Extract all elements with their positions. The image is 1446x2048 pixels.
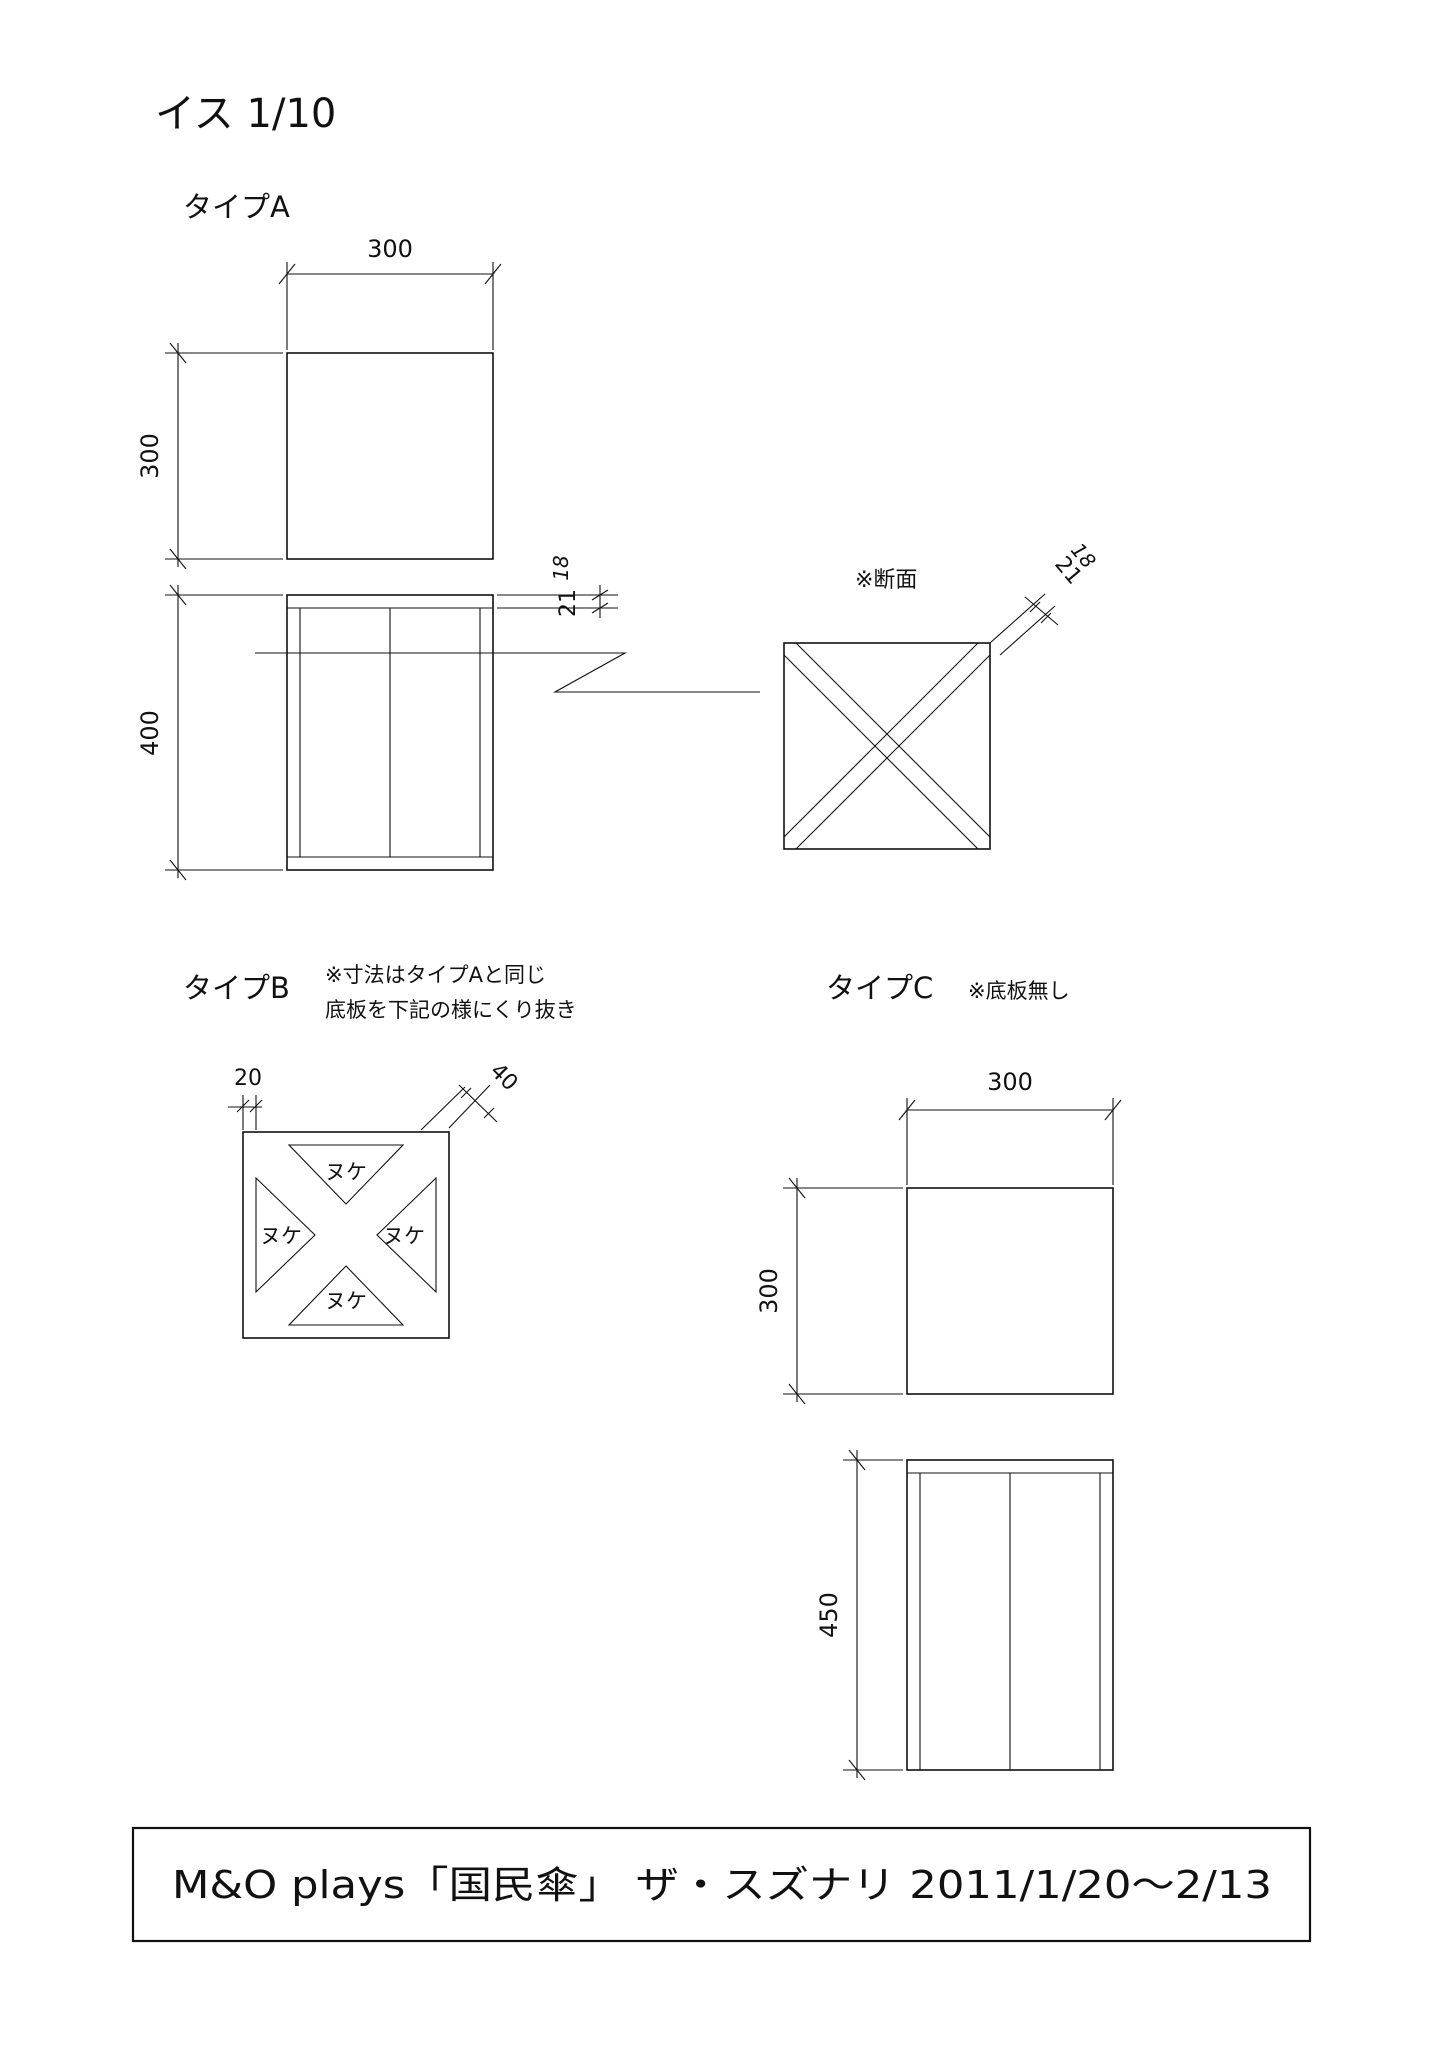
- type-b-strip-dimension: 40: [420, 1059, 522, 1131]
- type-a-plan-view: [286, 352, 494, 560]
- type-b-cutout-label-bottom: ヌケ: [325, 1289, 367, 1313]
- type-a-group: タイプA 300 300: [136, 190, 1101, 881]
- type-a-section-view: [783, 642, 991, 850]
- type-c-group: タイプC ※底板無し 300 300: [755, 971, 1122, 1781]
- footer-text: M&O plays「国民傘」 ザ・スズナリ 2011/1/20〜2/13: [172, 1863, 1272, 1907]
- type-b-note-line2: 底板を下記の様にくり抜き: [325, 998, 577, 1022]
- type-b-cutout-label-right: ヌケ: [383, 1224, 425, 1248]
- type-b-label: タイプB: [183, 971, 290, 1005]
- type-a-board-thickness-dimension: 21 18: [497, 555, 618, 618]
- type-c-note: ※底板無し: [968, 979, 1070, 1003]
- type-c-plan-view: [906, 1187, 1114, 1395]
- type-c-height-value: 450: [815, 1592, 843, 1638]
- type-c-height-dimension: 450: [815, 1449, 903, 1781]
- sheet-title: イス 1/10: [155, 91, 336, 137]
- type-a-width-dimension: 300: [278, 235, 502, 350]
- type-b-edge-dimension: 20: [228, 1066, 263, 1130]
- type-b-group: タイプB ※寸法はタイプAと同じ 底板を下記の様にくり抜き 20 40: [183, 963, 577, 1339]
- type-a-height-dimension: 400: [136, 584, 283, 881]
- type-c-width-dimension: 300: [898, 1068, 1122, 1185]
- type-c-label: タイプC: [826, 971, 933, 1005]
- type-b-cutout-right: [376, 1176, 437, 1294]
- type-a-height-value: 400: [136, 710, 164, 756]
- type-b-edge-value: 20: [234, 1066, 262, 1091]
- type-a-section-cut-line: [255, 652, 760, 693]
- type-b-cutout-label-top: ヌケ: [325, 1160, 367, 1184]
- type-a-board-thickness-value: 21: [556, 589, 581, 617]
- type-b-cutout-bottom: [287, 1265, 405, 1326]
- type-b-cutout-label-left: ヌケ: [260, 1224, 302, 1248]
- type-a-depth-value: 300: [136, 433, 164, 479]
- type-c-depth-value: 300: [755, 1268, 783, 1314]
- type-a-width-value: 300: [367, 235, 413, 263]
- type-a-section-label: ※断面: [855, 568, 917, 593]
- type-c-depth-dimension: 300: [755, 1177, 903, 1405]
- footer-box: M&O plays「国民傘」 ザ・スズナリ 2011/1/20〜2/13: [131, 1826, 1312, 1943]
- type-b-note-line1: ※寸法はタイプAと同じ: [325, 963, 546, 987]
- type-b-strip-value: 40: [485, 1059, 522, 1096]
- type-b-bottom-plate: [242, 1131, 450, 1339]
- type-c-width-value: 300: [987, 1068, 1033, 1096]
- type-b-cutout-top: [287, 1144, 405, 1205]
- type-a-depth-dimension: 300: [136, 342, 283, 570]
- type-a-elevation-view: [286, 594, 494, 871]
- type-a-section-thickness-dimension: 21 18: [989, 538, 1101, 656]
- type-a-board-thickness-note: 18: [549, 555, 573, 580]
- type-b-cutout-left: [255, 1176, 316, 1294]
- type-c-elevation-view: [906, 1459, 1114, 1771]
- type-a-label: タイプA: [183, 190, 290, 224]
